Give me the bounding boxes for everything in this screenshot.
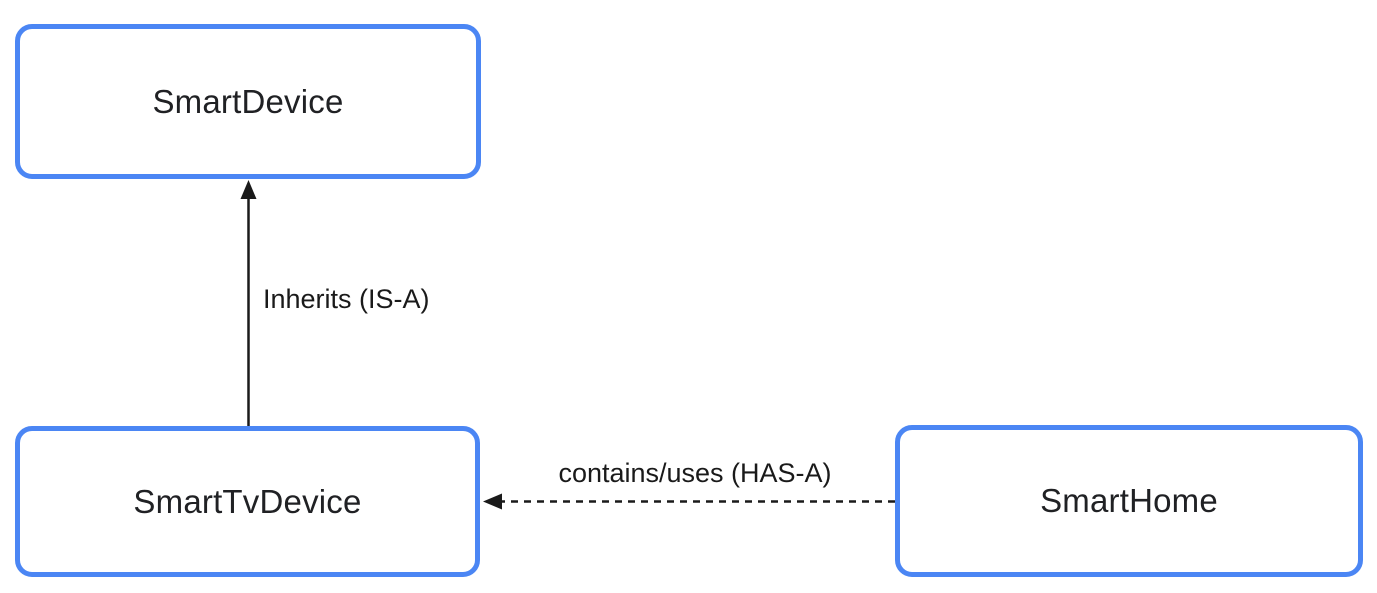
inheritance-arrow xyxy=(240,180,257,426)
node-smart-tv-device: SmartTvDevice xyxy=(15,426,480,577)
node-smart-device: SmartDevice xyxy=(15,24,481,179)
node-smart-device-label: SmartDevice xyxy=(152,82,344,120)
has-a-arrow xyxy=(483,493,895,510)
arrowhead-left-icon xyxy=(483,493,502,510)
edge-label-inherits: Inherits (IS-A) xyxy=(263,284,430,314)
node-smart-home: SmartHome xyxy=(895,425,1363,577)
edge-label-has-a: contains/uses (HAS-A) xyxy=(558,458,832,488)
node-smart-home-label: SmartHome xyxy=(1040,482,1218,519)
arrowhead-up-icon xyxy=(240,180,257,199)
node-smart-tv-device-label: SmartTvDevice xyxy=(133,482,362,520)
